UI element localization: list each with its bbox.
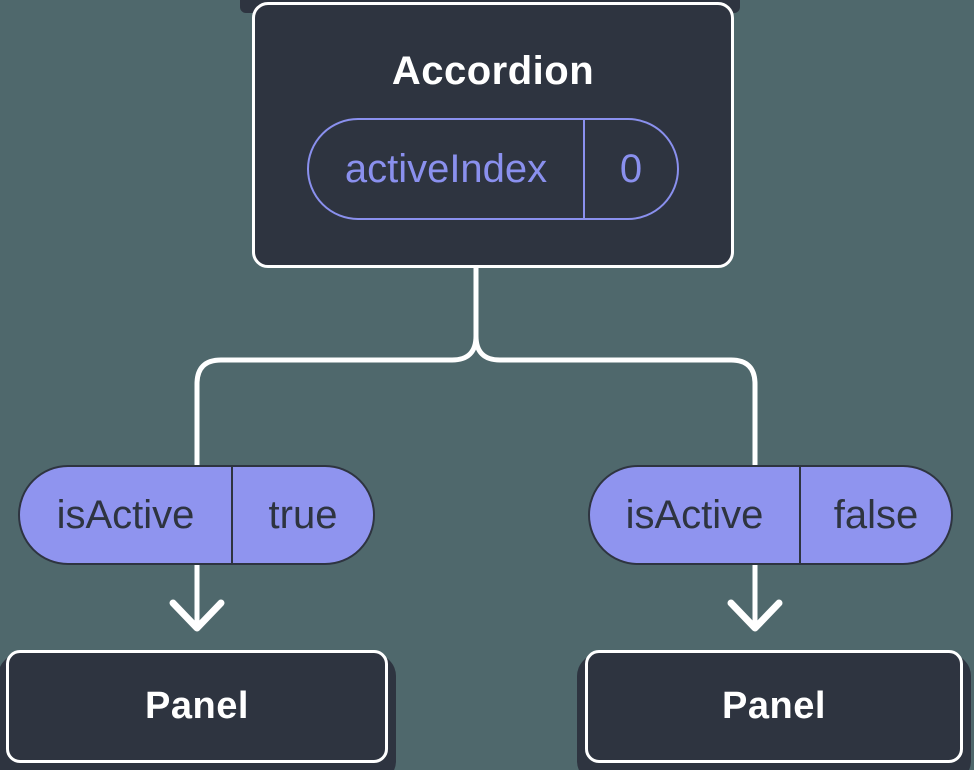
prop-pill-value: false: [833, 492, 919, 537]
prop-pill-isactive-true: isActive true: [18, 465, 375, 565]
component-node-accordion: Accordion activeIndex 0: [252, 2, 734, 268]
connector-line: [473, 265, 758, 469]
state-pill-value: 0: [619, 146, 643, 191]
prop-pill-value: true: [268, 492, 338, 537]
prop-pill-isactive-false: isActive false: [588, 465, 953, 565]
component-node-panel-left: Panel: [6, 650, 388, 763]
component-node-panel-right: Panel: [585, 650, 963, 763]
component-title: Panel: [145, 685, 249, 727]
prop-pill-label: isActive: [590, 467, 801, 563]
component-title: Accordion: [391, 49, 595, 93]
component-title: Panel: [722, 685, 826, 727]
prop-pill-label: isActive: [20, 467, 233, 563]
connector-line: [194, 265, 479, 469]
state-pill: activeIndex 0: [307, 118, 679, 220]
arrow-down-icon: [727, 599, 783, 632]
state-pill-label: activeIndex: [309, 120, 585, 218]
arrow-down-icon: [169, 599, 225, 632]
